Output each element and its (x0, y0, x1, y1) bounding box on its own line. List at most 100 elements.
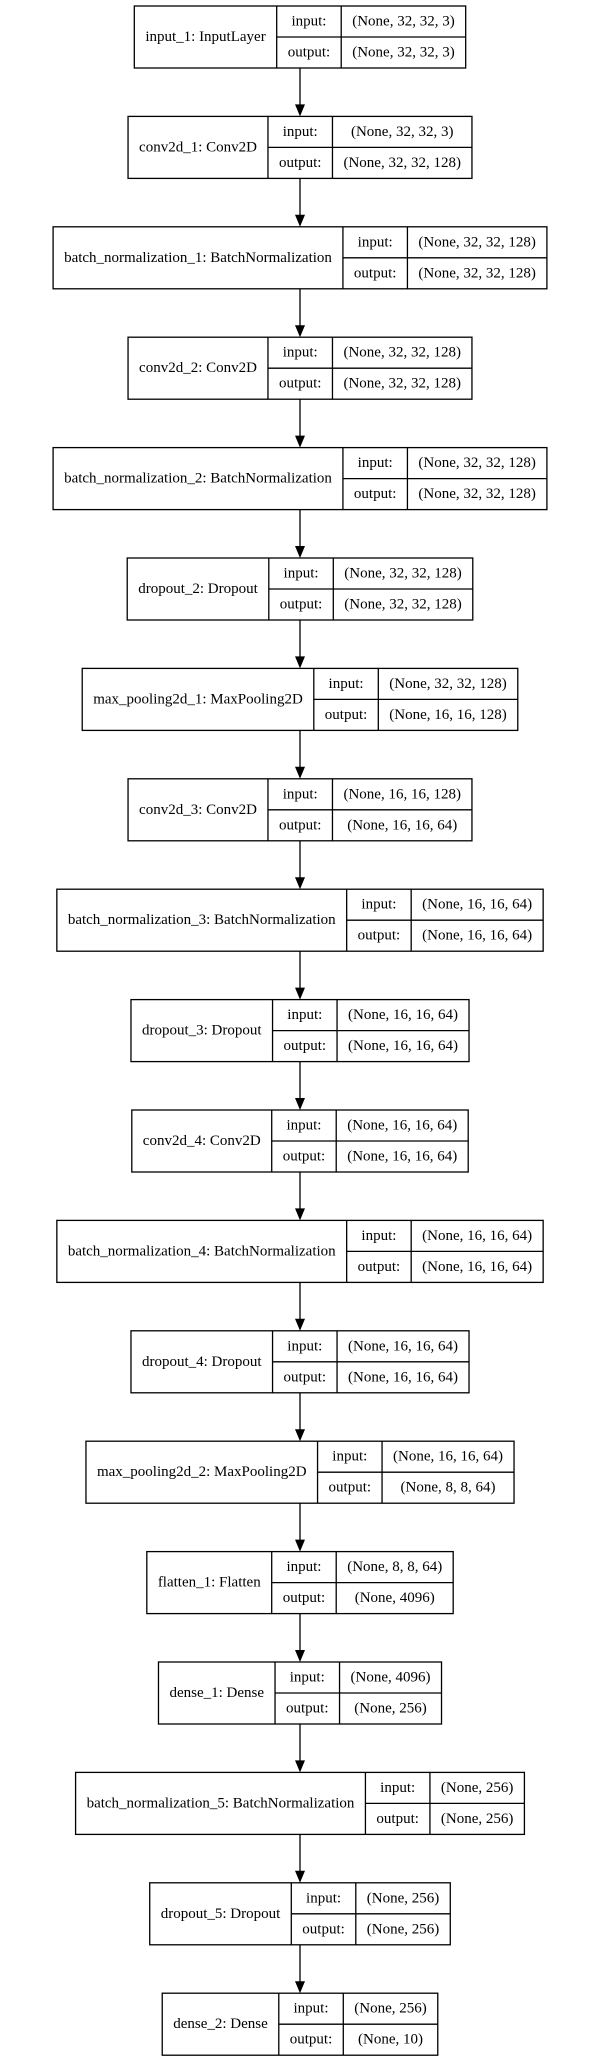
input-label: input: (287, 1007, 322, 1023)
layer-name: batch_normalization_1: BatchNormalizatio… (64, 250, 332, 266)
output-shape: (None, 32, 32, 128) (418, 265, 535, 281)
output-label: output: (376, 1811, 419, 1827)
edge-arrow (295, 1724, 305, 1773)
edge-arrow (295, 840, 305, 890)
input-shape: (None, 32, 32, 3) (351, 124, 453, 140)
output-shape: (None, 16, 16, 64) (347, 817, 457, 833)
output-shape: (None, 32, 32, 128) (343, 155, 460, 171)
edge-arrow (295, 288, 305, 338)
input-shape: (None, 16, 16, 64) (422, 1228, 532, 1244)
input-label: input: (286, 1118, 321, 1134)
arrow-head (295, 214, 305, 227)
input-shape: (None, 8, 8, 64) (347, 1559, 442, 1575)
input-label: input: (283, 786, 318, 802)
output-label: output: (283, 1590, 326, 1606)
input-shape: (None, 32, 32, 128) (418, 455, 535, 471)
input-label: input: (294, 2001, 329, 2017)
input-label: input: (286, 1559, 321, 1575)
output-label: output: (354, 486, 397, 502)
output-label: output: (354, 265, 397, 281)
edge-arrow (295, 1613, 305, 1662)
input-shape: (None, 32, 32, 128) (343, 345, 460, 361)
input-label: input: (287, 1338, 322, 1354)
output-shape: (None, 16, 16, 64) (347, 1149, 457, 1165)
layer-node: conv2d_1: Conv2D input: output: (None, 32, … (127, 115, 473, 180)
edge-arrow (295, 1834, 305, 1883)
edge-arrow (295, 1944, 305, 1994)
input-shape: (None, 32, 32, 3) (352, 14, 454, 30)
layer-node: batch_normalization_4: BatchNormalizatio… (56, 1219, 544, 1284)
edge-arrow (295, 620, 305, 669)
output-label: output: (358, 1259, 401, 1275)
layer-node: batch_normalization_1: BatchNormalizatio… (52, 226, 548, 290)
arrow-head (295, 877, 305, 890)
input-label: input: (284, 566, 319, 582)
edge-arrow (295, 1172, 305, 1221)
layer-name: dense_1: Dense (169, 1685, 264, 1701)
edge-arrow (295, 1503, 305, 1552)
layer-name: batch_normalization_3: BatchNormalizatio… (68, 912, 336, 928)
input-label: input: (306, 1890, 341, 1906)
layer-name: conv2d_1: Conv2D (139, 139, 257, 155)
input-shape: (None, 16, 16, 64) (348, 1007, 458, 1023)
output-shape: (None, 16, 16, 128) (389, 707, 506, 723)
output-shape: (None, 8, 8, 64) (401, 1480, 496, 1496)
layer-node: max_pooling2d_2: MaxPooling2Dinput:outpu… (85, 1440, 515, 1504)
input-shape: (None, 16, 16, 64) (347, 1118, 457, 1134)
input-label: input: (358, 455, 393, 471)
edge-arrow (295, 730, 305, 779)
output-label: output: (279, 817, 322, 833)
output-shape: (None, 4096) (355, 1590, 435, 1606)
input-shape: (None, 32, 32, 128) (418, 234, 535, 250)
layer-node: dropout_3: Dropout input: output: (None, 16… (130, 998, 470, 1063)
arrow-head (295, 1760, 305, 1773)
input-label: input: (361, 1228, 396, 1244)
arrow-head (295, 987, 305, 1000)
input-label: input: (283, 124, 318, 140)
layer-name: conv2d_3: Conv2D (139, 802, 257, 818)
output-shape: (None, 32, 32, 128) (344, 597, 461, 613)
output-label: output: (288, 45, 331, 61)
output-label: output: (279, 376, 322, 392)
output-shape: (None, 32, 32, 128) (418, 486, 535, 502)
output-label: output: (280, 597, 323, 613)
layer-node: conv2d_3: Conv2D input: output: (None, 16, … (127, 778, 473, 842)
input-label: input: (283, 345, 318, 361)
layer-node: max_pooling2d_1: MaxPooling2Dinput:outpu… (81, 667, 519, 732)
output-label: output: (284, 1038, 327, 1054)
input-label: input: (332, 1449, 367, 1465)
output-shape: (None, 32, 32, 3) (352, 45, 454, 61)
input-shape: (None, 32, 32, 128) (389, 676, 506, 692)
input-label: input: (361, 897, 396, 913)
output-shape: (None, 32, 32, 128) (343, 376, 460, 392)
arrow-head (295, 766, 305, 779)
edge-arrow (295, 1282, 305, 1331)
layer-name: batch_normalization_2: BatchNormalizatio… (64, 471, 332, 487)
layer-name: dropout_3: Dropout (142, 1023, 262, 1039)
layer-name: max_pooling2d_1: MaxPooling2D (93, 691, 303, 707)
output-label: output: (279, 155, 322, 171)
output-label: output: (329, 1480, 372, 1496)
edge-arrow (295, 178, 305, 227)
input-label: input: (291, 14, 326, 30)
arrow-head (295, 1429, 305, 1442)
arrow-head (295, 1208, 305, 1221)
output-label: output: (286, 1701, 329, 1717)
input-shape: (None, 256) (354, 2001, 426, 2017)
arrow-head (295, 1318, 305, 1331)
output-shape: (None, 16, 16, 64) (348, 1369, 458, 1385)
input-shape: (None, 256) (367, 1890, 439, 1906)
arrow-head (295, 325, 305, 338)
layer-name: conv2d_4: Conv2D (143, 1133, 261, 1149)
output-shape: (None, 16, 16, 64) (422, 928, 532, 944)
output-shape: (None, 256) (354, 1701, 426, 1717)
arrow-head (295, 1981, 305, 1994)
input-shape: (None, 32, 32, 128) (344, 566, 461, 582)
arrow-head (295, 435, 305, 448)
